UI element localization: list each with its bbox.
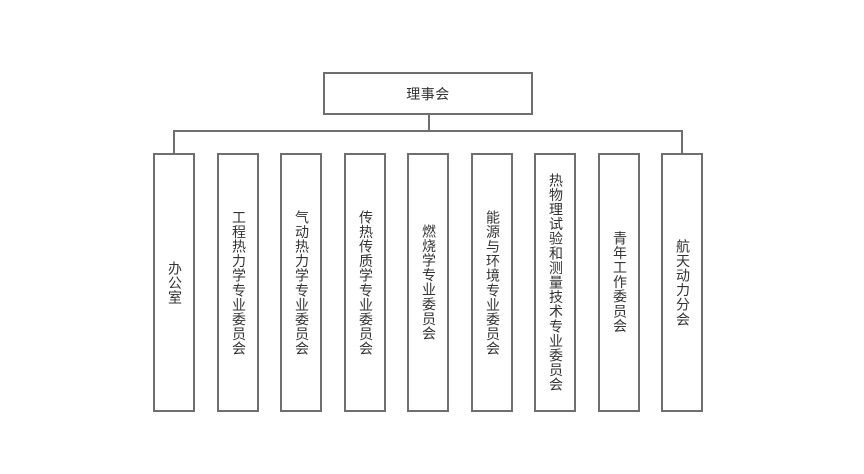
child-node-heat-mass-transfer: 传热传质学专业委员会 — [344, 153, 386, 412]
child-node-label: 气动热力学专业委员会 — [293, 209, 309, 356]
child-node-label: 能源与环境专业委员会 — [484, 209, 500, 356]
child-node-energy-environment: 能源与环境专业委员会 — [471, 153, 513, 412]
child-node-thermophysics-measurement: 热物理试验和测量技术专业委员会 — [534, 153, 576, 412]
child-node-office: 办公室 — [153, 153, 195, 412]
child-node-label: 航天动力分会 — [674, 238, 690, 327]
child-node-label: 工程热力学专业委员会 — [230, 209, 246, 356]
child-node-label: 办公室 — [166, 260, 182, 305]
child-node-label: 传热传质学专业委员会 — [357, 209, 373, 356]
connector-drop-office — [173, 130, 175, 154]
child-node-aerospace-power: 航天动力分会 — [661, 153, 703, 412]
connector-drop-aerospace — [681, 130, 683, 154]
root-node-label: 理事会 — [406, 86, 450, 103]
child-node-combustion: 燃烧学专业委员会 — [407, 153, 449, 412]
connector-horizontal-bus — [173, 130, 683, 132]
root-node-council: 理事会 — [323, 72, 533, 115]
connector-root-stem — [428, 114, 430, 131]
child-node-label: 青年工作委员会 — [611, 231, 627, 334]
child-node-aerothermodynamics: 气动热力学专业委员会 — [280, 153, 322, 412]
child-node-engineering-thermodynamics: 工程热力学专业委员会 — [217, 153, 259, 412]
child-node-youth-work: 青年工作委员会 — [598, 153, 640, 412]
child-node-label: 热物理试验和测量技术专业委员会 — [547, 173, 563, 392]
child-node-label: 燃烧学专业委员会 — [420, 224, 436, 341]
